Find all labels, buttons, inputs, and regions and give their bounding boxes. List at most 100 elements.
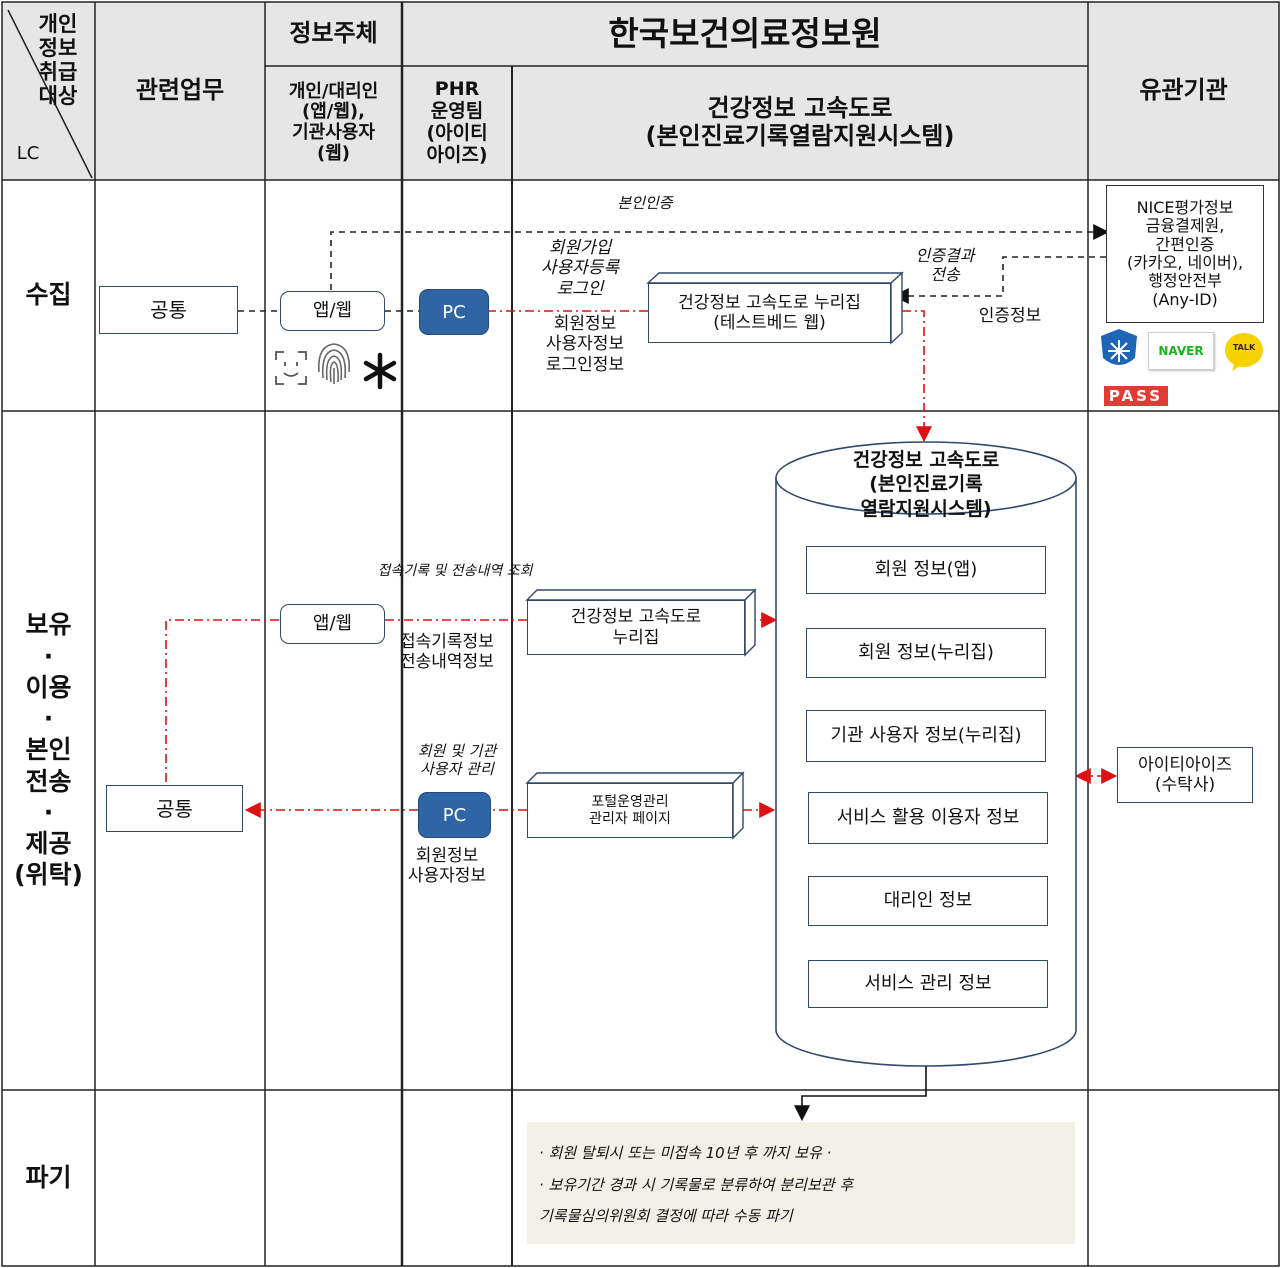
- db-title-1: 건강정보 고속도로: [852, 449, 1000, 471]
- collected-info-3: 로그인정보: [545, 354, 625, 375]
- header-info-subject: 정보주체: [289, 19, 378, 48]
- collect-common-box: 공통: [99, 286, 238, 334]
- collect-portal-box: 건강정보 고속도로 누리집 (테스트베드 웹): [648, 283, 891, 343]
- header-related-org: 유관기관: [1139, 76, 1228, 105]
- contractor-box: 아이티아이즈 (수탁사): [1117, 747, 1253, 803]
- subject-sub-4: (웹): [316, 142, 350, 164]
- face-id-icon: [275, 351, 307, 385]
- corner-label-target: 개인 정보 취급 대상: [30, 4, 86, 116]
- corner-line-4: 대상: [38, 84, 78, 109]
- db-item-proxy: 대리인 정보: [808, 876, 1048, 926]
- signup-line-1: 회원가입: [548, 238, 612, 258]
- provider-line-4: (카카오, 네이버),: [1126, 253, 1244, 272]
- db-item-service-mgmt: 서비스 관리 정보: [808, 960, 1048, 1008]
- row-label-hold-use: 보유 · 이용 · 본인 전송 · 제공 (위탁): [2, 600, 95, 900]
- access-info-label: 접속기록정보 전송내역정보: [400, 632, 525, 673]
- hold-pc-box: PC: [418, 792, 491, 838]
- collect-portal-line-1: 건강정보 고속도로 누리집: [678, 292, 861, 313]
- destroy-note-3: 기록물심의위원회 결정에 따라 수동 파기: [539, 1207, 793, 1225]
- contractor-line-2: (수탁사): [1154, 775, 1216, 795]
- destroy-note-1: · 회원 탈퇴시 또는 미접속 10년 후 까지 보유 ·: [539, 1144, 832, 1162]
- subject-sub-1: 개인/대리인: [288, 80, 379, 102]
- auth-result-1: 인증결과: [915, 246, 975, 265]
- provider-line-6: (Any-ID): [1152, 289, 1218, 309]
- hold-line-4: ·: [43, 704, 54, 734]
- header-phr-team: PHR 운영팀 (아이티 아이즈): [402, 66, 512, 180]
- auth-info-label: 인증정보: [978, 306, 1042, 326]
- provider-line-5: 행정안전부: [1148, 271, 1222, 291]
- system-line-1: 건강정보 고속도로: [707, 94, 893, 123]
- collected-info-1: 회원정보: [553, 314, 617, 334]
- provider-line-2: 금융결제원,: [1145, 216, 1225, 236]
- hold-line-6: 전송: [25, 766, 72, 796]
- kakao-talk-logo-icon: [1225, 333, 1263, 367]
- phr-line-4: 아이즈): [426, 143, 488, 166]
- self-auth-label: 본인인증: [617, 194, 673, 212]
- auth-result-label: 인증결과 전송: [895, 246, 995, 284]
- collected-info-2: 사용자정보: [545, 334, 625, 355]
- hold-line-1: 보유: [25, 610, 72, 640]
- header-background: [2, 2, 1279, 180]
- admin-page-box: 포털운영관리 관리자 페이지: [527, 783, 733, 838]
- phr-line-1: PHR: [434, 78, 480, 101]
- fingerprint-icon: [317, 343, 351, 384]
- member-mgmt-2: 사용자 관리: [420, 760, 494, 778]
- auth-result-2: 전송: [930, 265, 960, 285]
- pc-info-label: 회원정보 사용자정보: [392, 846, 502, 887]
- hold-line-8: 제공: [25, 829, 72, 859]
- phr-line-2: 운영팀: [430, 100, 484, 123]
- signup-flow-label: 회원가입 사용자등록 로그인: [520, 238, 640, 299]
- header-subject-sub: 개인/대리인 (앱/웹), 기관사용자 (웹): [265, 66, 402, 180]
- header-related-work: 관련업무: [135, 76, 225, 105]
- db-title-2: (본인진료기록: [869, 473, 983, 496]
- corner-line-2: 정보: [38, 35, 78, 60]
- pc-info-1: 회원정보: [415, 846, 479, 866]
- header-org-title: 한국보건의료정보원: [608, 14, 882, 54]
- contractor-line-1: 아이티아이즈: [1138, 754, 1232, 775]
- collect-pc-box: PC: [419, 289, 489, 335]
- password-asterisk-icon: [363, 352, 397, 390]
- signup-line-3: 로그인: [556, 278, 604, 299]
- destroy-note-box: · 회원 탈퇴시 또는 미접속 10년 후 까지 보유 · · 보유기간 경과 …: [527, 1122, 1075, 1244]
- db-item-institution-user: 기관 사용자 정보(누리집): [806, 710, 1046, 762]
- shield-logo-icon: [1101, 329, 1137, 365]
- collect-app-web-box: 앱/웹: [280, 291, 385, 331]
- hold-app-web-box: 앱/웹: [280, 604, 385, 644]
- pc-info-2: 사용자정보: [407, 866, 487, 887]
- auth-provider-box: NICE평가정보 금융결제원, 간편인증 (카카오, 네이버), 행정안전부 (…: [1106, 185, 1264, 323]
- hold-line-3: 이용: [25, 672, 72, 702]
- hold-portal-line-2: 누리집: [612, 627, 660, 648]
- access-info-1: 접속기록정보: [400, 632, 494, 652]
- admin-page-line-2: 관리자 페이지: [589, 810, 671, 827]
- db-item-member-portal: 회원 정보(누리집): [806, 628, 1046, 678]
- kakao-bubble-tail: [1232, 362, 1243, 371]
- subject-sub-3: 기관사용자: [292, 122, 375, 143]
- collected-info-label: 회원정보 사용자정보 로그인정보: [520, 314, 650, 375]
- header-system: 건강정보 고속도로 (본인진료기록열람지원시스템): [512, 66, 1088, 180]
- db-title-3: 열람지원시스템): [860, 497, 992, 520]
- access-query-label: 접속기록 및 전송내역 조회: [377, 563, 533, 579]
- pass-logo: PASS: [1104, 386, 1168, 406]
- row-label-destroy: 파기: [25, 1162, 72, 1192]
- provider-line-1: NICE평가정보: [1136, 197, 1234, 217]
- member-mgmt-label: 회원 및 기관 사용자 관리: [392, 742, 522, 778]
- corner-line-3: 취급: [38, 60, 78, 84]
- db-item-member-app: 회원 정보(앱): [806, 546, 1046, 594]
- member-mgmt-1: 회원 및 기관: [417, 742, 497, 760]
- hold-line-5: 본인: [25, 735, 72, 765]
- access-info-2: 전송내역정보: [400, 652, 494, 673]
- corner-line-1: 개인: [38, 11, 78, 36]
- hold-common-box: 공통: [106, 785, 243, 832]
- hold-portal-box: 건강정보 고속도로 누리집: [527, 600, 745, 655]
- db-title: 건강정보 고속도로 (본인진료기록 열람지원시스템): [800, 448, 1052, 521]
- destroy-arrow: [794, 1066, 927, 1122]
- hold-line-9: (위탁): [14, 860, 83, 890]
- hold-line-2: ·: [43, 641, 54, 671]
- system-line-2: (본인진료기록열람지원시스템): [645, 122, 955, 150]
- corner-label-lc: LC: [16, 142, 40, 164]
- admin-page-line-1: 포털운영관리: [591, 793, 669, 810]
- hold-portal-line-1: 건강정보 고속도로: [570, 607, 702, 628]
- subject-sub-2: (앱/웹),: [302, 101, 365, 123]
- collect-portal-line-2: (테스트베드 웹): [713, 313, 826, 333]
